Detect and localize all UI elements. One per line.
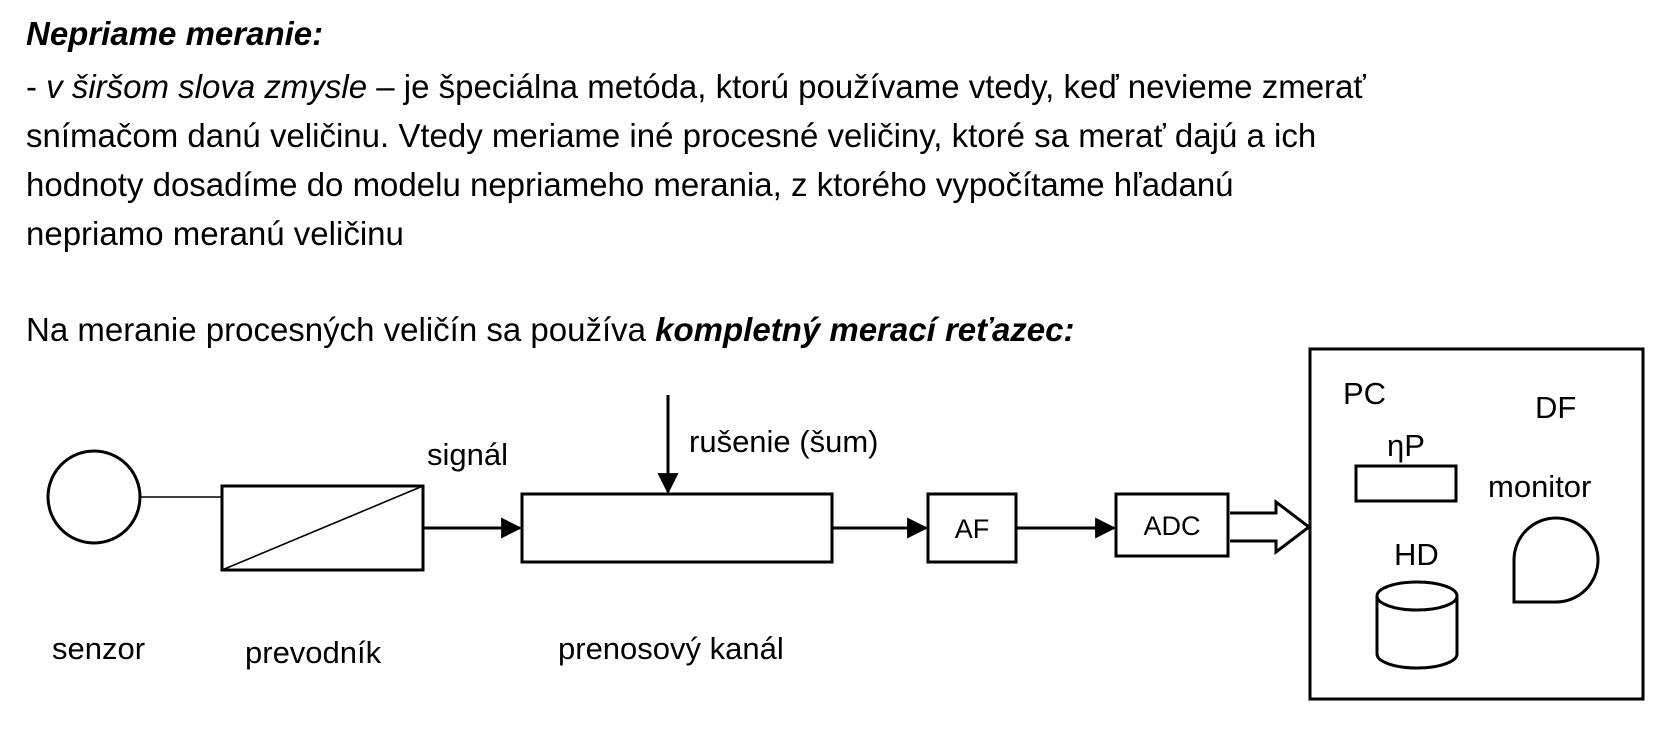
hd-cylinder	[1375, 596, 1459, 670]
definition-paragraph: - v širšom slova zmysle – je špeciálna m…	[26, 62, 1626, 258]
sensor-circle	[46, 449, 142, 545]
paragraph-dash: -	[26, 68, 47, 105]
adc-label: ADC	[1143, 511, 1200, 541]
paragraph-italic-term: v širšom slova zmysle	[46, 68, 368, 105]
hd-cylinder-top	[1375, 580, 1459, 612]
chain-sentence-bold: kompletný merací reťazec:	[655, 311, 1075, 348]
sensor-label: senzor	[52, 631, 145, 666]
heading-indirect-measurement: Nepriame meranie:	[26, 15, 324, 52]
paragraph-line-1-rest: – je špeciálna metóda, ktorú používame v…	[367, 68, 1366, 105]
pc-box	[1308, 347, 1645, 701]
monitor-shape	[1512, 516, 1600, 604]
adc-box	[1114, 492, 1230, 558]
noise-label: rušenie (šum)	[689, 424, 879, 459]
pc-label: PC	[1343, 376, 1386, 411]
channel-box	[520, 492, 834, 564]
df-label: DF	[1535, 390, 1576, 425]
converter-label: prevodník	[245, 635, 382, 670]
hd-label: HD	[1394, 537, 1439, 572]
microprocessor-box	[1354, 464, 1458, 503]
af-label: AF	[955, 514, 990, 544]
monitor-label: monitor	[1488, 469, 1591, 504]
paragraph-line-4: nepriamo meranú veličinu	[26, 215, 404, 252]
paragraph-line-2: snímačom danú veličinu. Vtedy meriame in…	[26, 117, 1317, 154]
adc-pc-hollow-arrow	[1230, 498, 1312, 556]
channel-label: prenosový kanál	[558, 631, 784, 666]
paragraph-line-1: - v širšom slova zmysle – je špeciálna m…	[26, 62, 1626, 111]
signal-label: signál	[427, 437, 508, 472]
paragraph-line-3: hodnoty dosadíme do modelu nepriameho me…	[26, 166, 1234, 203]
chain-sentence: Na meranie procesných veličín sa používa…	[26, 310, 1075, 350]
microprocessor-label: ηP	[1387, 428, 1425, 463]
chain-sentence-text: Na meranie procesných veličín sa používa	[26, 311, 656, 348]
converter-diagonal	[221, 485, 424, 571]
